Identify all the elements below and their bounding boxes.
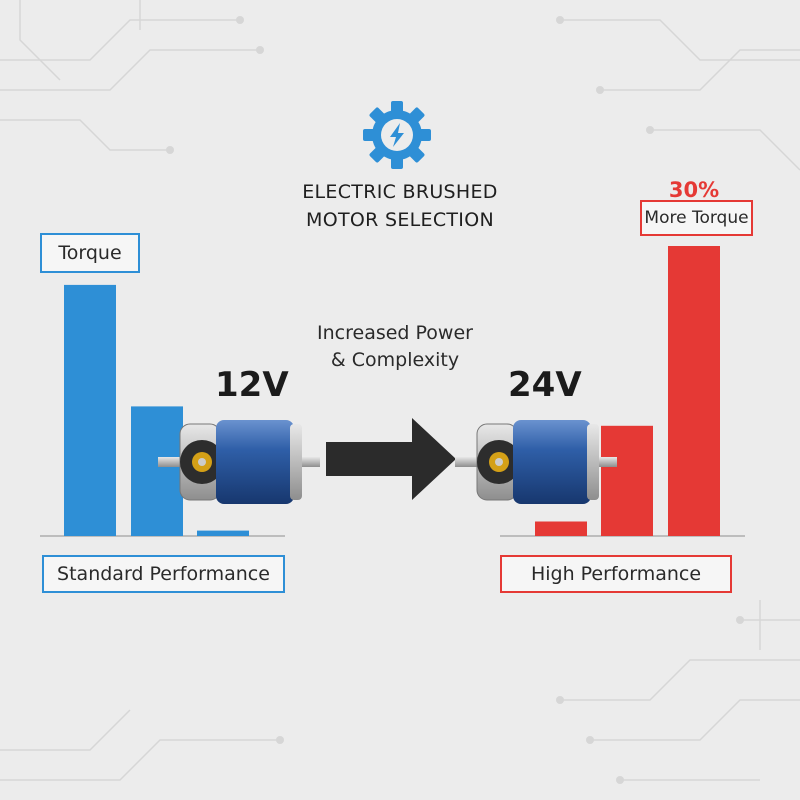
gear-lightning-icon [363,101,431,169]
torque-label: Torque [40,233,140,273]
voltage-12v: 12V [215,365,289,405]
title-line-2: MOTOR SELECTION [306,209,494,231]
title-line-1: ELECTRIC BRUSHED [302,181,498,203]
transition-text: Increased Power & Complexity [290,320,500,374]
more-torque-callout: More Torque [640,200,753,236]
standard-bar-3 [197,530,249,536]
standard-bar-2 [131,406,183,536]
high-bar-3 [668,246,720,536]
standard-performance-label: Standard Performance [42,555,285,593]
diagram-title: ELECTRIC BRUSHED MOTOR SELECTION [240,178,560,234]
voltage-24v: 24V [508,365,582,405]
transition-line-2: & Complexity [330,349,460,371]
motor-12v-icon [158,420,320,504]
standard-bar-1 [64,284,116,536]
high-performance-label: High Performance [500,555,732,593]
motor-24v-icon [455,420,617,504]
torque-percent: 30% [668,178,720,202]
transition-line-1: Increased Power [317,322,473,344]
arrow-right-icon [326,418,456,500]
high-bar-2 [601,425,653,536]
high-bar-1 [535,521,587,536]
